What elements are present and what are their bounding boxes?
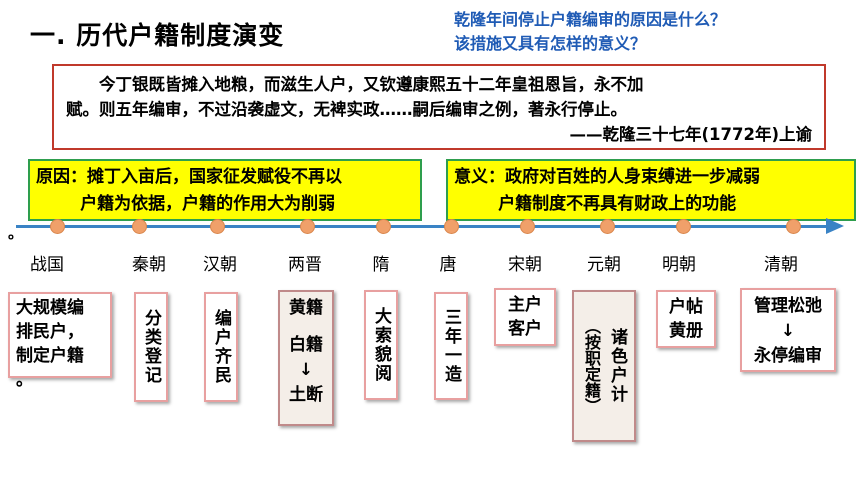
significance-line-1: 意义：政府对百姓的人身束缚进一步减弱: [454, 167, 760, 187]
card-zhanguo: 大规模编 排民户， 制定户籍 。: [8, 292, 112, 390]
card-qing: 管理松弛 ↓ 永停编审: [740, 288, 836, 372]
card-ming-line-1: 户帖: [669, 297, 703, 317]
significance-line-2: 户籍制度不再具有财政上的功能: [498, 194, 737, 214]
timeline-arrow-icon: [826, 218, 844, 234]
era-label-qin: 秦朝: [132, 255, 166, 275]
card-song-line-2: 客户: [508, 319, 542, 339]
page-title: 一. 历代户籍制度演变: [30, 21, 285, 50]
timeline-dot-han: [210, 219, 225, 234]
timeline-dot-zhanguo: [50, 219, 65, 234]
card-qing-line-2: 永停编审: [754, 346, 822, 366]
card-qin-text: 分类登记: [141, 309, 161, 385]
card-qin: 分类登记: [134, 292, 168, 402]
era-label-ming: 明朝: [662, 255, 696, 275]
timeline-dot-qin: [132, 219, 147, 234]
card-sui: 大索貌阅: [364, 290, 398, 400]
card-jin-line-3: 土断: [289, 385, 323, 405]
down-arrow-icon: ↓: [780, 321, 796, 341]
timeline-dot-jin: [300, 219, 315, 234]
quote-source: ——乾隆三十七年(1772年)上谕: [569, 125, 812, 144]
card-tang: 三年一造: [434, 292, 468, 400]
card-han-text: 编户齐民: [211, 309, 231, 385]
question-text: 乾隆年间停止户籍编审的原因是什么？ 该措施又具有怎样的意义？: [454, 8, 844, 56]
reason-box: 原因：摊丁入亩后，国家征发赋役不再以 户籍为依据，户籍的作用大为削弱: [28, 159, 422, 221]
era-label-qing: 清朝: [764, 255, 798, 275]
timeline-line: [16, 225, 828, 228]
quote-line-1: 今丁银既皆摊入地粮，而滋生人户，又钦遵康熙五十二年皇祖恩旨，永不加: [99, 75, 644, 94]
timeline-dot-ming: [676, 219, 691, 234]
card-yuan-col-1: 诸色户计: [607, 328, 627, 404]
card-ming-line-2: 黄册: [669, 321, 703, 341]
card-jin-line-2: 白籍: [289, 335, 323, 355]
timeline-dot-sui: [376, 219, 391, 234]
card-zhanguo-line-1: 大规模编: [16, 298, 84, 318]
timeline-dot-song: [520, 219, 535, 234]
reason-line-2: 户籍为依据，户籍的作用大为削弱: [80, 194, 336, 214]
card-song-line-1: 主户: [508, 295, 542, 315]
down-arrow-icon: ↓: [298, 360, 314, 380]
card-yuan: 诸色户计 （按职定籍）: [572, 290, 636, 442]
card-yuan-col-2: （按职定籍）: [582, 318, 601, 414]
reason-line-1: 原因：摊丁入亩后，国家征发赋役不再以: [36, 167, 342, 187]
question-line-2: 该措施又具有怎样的意义？: [454, 34, 647, 53]
timeline-dot-tang: [444, 219, 459, 234]
era-label-sui: 隋: [372, 255, 390, 275]
quote-box: 今丁银既皆摊入地粮，而滋生人户，又钦遵康熙五十二年皇祖恩旨，永不加 赋。则五年编…: [52, 64, 826, 150]
quote-line-2: 赋。则五年编审，不过沿袭虚文，无裨实政……嗣后编审之例，著永行停止。: [66, 100, 627, 119]
card-qing-line-1: 管理松弛: [754, 296, 822, 316]
era-label-zhanguo: 战国: [30, 255, 64, 275]
card-tang-text: 三年一造: [441, 308, 461, 384]
era-label-tang: 唐: [439, 255, 457, 275]
card-zhanguo-line-2: 排民户，: [16, 322, 84, 342]
card-jin-line-1: 黄籍: [289, 298, 323, 318]
timeline-dot-yuan: [600, 219, 615, 234]
card-zhanguo-line-4: 。: [16, 370, 33, 390]
timeline-dot-qing: [786, 219, 801, 234]
card-ming: 户帖 黄册: [656, 290, 716, 348]
card-song: 主户 客户: [494, 288, 556, 346]
card-sui-text: 大索貌阅: [371, 307, 391, 383]
card-zhanguo-line-3: 制定户籍: [16, 346, 84, 366]
card-han: 编户齐民: [204, 292, 238, 402]
era-label-yuan: 元朝: [587, 255, 621, 275]
era-label-song: 宋朝: [508, 255, 542, 275]
era-label-jin: 两晋: [288, 255, 322, 275]
significance-box: 意义：政府对百姓的人身束缚进一步减弱 户籍制度不再具有财政上的功能: [446, 159, 856, 221]
card-jin: 黄籍 白籍 ↓ 土断: [278, 290, 334, 426]
timeline-start-mark: 。: [8, 224, 24, 242]
question-line-1: 乾隆年间停止户籍编审的原因是什么？: [454, 10, 727, 29]
era-label-han: 汉朝: [203, 255, 237, 275]
